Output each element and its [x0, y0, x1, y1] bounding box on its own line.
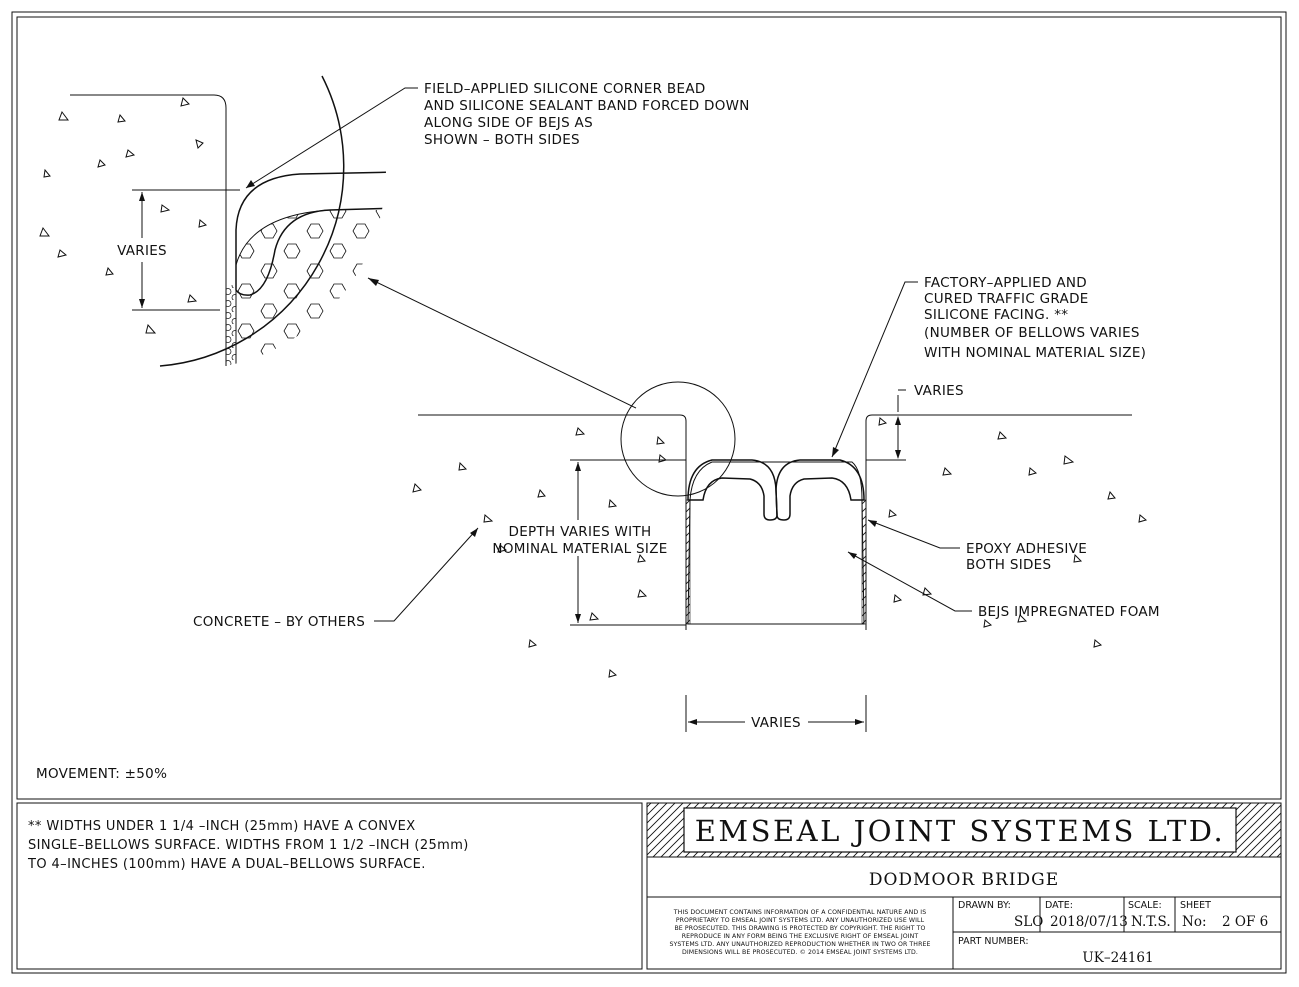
- sheet-label: SHEET: [1180, 900, 1211, 911]
- concrete-aggregate-main: [412, 417, 1148, 678]
- varies-detail-label: VARIES: [117, 243, 167, 259]
- inner-border: [16, 16, 1282, 800]
- title-block: EMSEAL JOINT SYSTEMS LTD. DODMOOR BRIDGE…: [646, 802, 1282, 970]
- depth-varies-line-2: NOMINAL MATERIAL SIZE: [492, 541, 667, 557]
- factory-applied-line-2: CURED TRAFFIC GRADE: [924, 291, 1089, 307]
- foam-label: BEJS IMPREGNATED FOAM: [978, 604, 1160, 620]
- concrete-aggregate-detail: [39, 97, 208, 334]
- detail-callout-leader: [367, 277, 637, 409]
- scale-value: N.T.S.: [1131, 914, 1171, 930]
- scale-label: SCALE:: [1128, 900, 1162, 911]
- varies-right-label: VARIES: [914, 383, 964, 399]
- epoxy-line-2: BOTH SIDES: [966, 557, 1051, 573]
- svg-text:THIS DOCUMENT CONTAINS INFORMA: THIS DOCUMENT CONTAINS INFORMATION OF A …: [673, 909, 926, 916]
- outer-border: [11, 11, 1287, 974]
- project-name: DODMOOR BRIDGE: [869, 870, 1059, 890]
- svg-text:DIMENSIONS WILL BE PROSECUTED.: DIMENSIONS WILL BE PROSECUTED. © 2014 EM…: [682, 948, 918, 956]
- factory-applied-line-3: SILICONE FACING. **: [924, 307, 1068, 323]
- svg-text:BE PROSECUTED. THIS DRAWING IS: BE PROSECUTED. THIS DRAWING IS PROTECTED…: [674, 925, 925, 932]
- concrete-label: CONCRETE – BY OTHERS: [193, 614, 365, 630]
- part-number-value: UK–24161: [1082, 950, 1153, 966]
- drawn-by-value: SLO: [1014, 914, 1043, 930]
- svg-text:REPRODUCE IN ANY FORM BEING TH: REPRODUCE IN ANY FORM BEING THE EXCLUSIV…: [682, 933, 919, 940]
- field-applied-note: FIELD–APPLIED SILICONE CORNER BEAD AND S…: [424, 81, 750, 148]
- varies-bottom-label: VARIES: [751, 715, 801, 731]
- note-line-2: SINGLE–BELLOWS SURFACE. WIDTHS FROM 1 1/…: [28, 838, 469, 853]
- part-number-label: PART NUMBER:: [958, 936, 1029, 947]
- depth-varies-line-1: DEPTH VARIES WITH: [509, 524, 652, 540]
- legal-notice: THIS DOCUMENT CONTAINS INFORMATION OF A …: [670, 909, 931, 956]
- drawn-by-label: DRAWN BY:: [958, 900, 1011, 911]
- sheet-no-label: No:: [1182, 914, 1207, 930]
- field-applied-line-1: FIELD–APPLIED SILICONE CORNER BEAD: [424, 81, 706, 97]
- epoxy-line-1: EPOXY ADHESIVE: [966, 541, 1087, 557]
- joint-section: VARIES DEPTH VARIES WITH NOMINAL MATERIA…: [412, 381, 1148, 732]
- company-name: EMSEAL JOINT SYSTEMS LTD.: [695, 814, 1225, 848]
- notes-box: [16, 802, 643, 970]
- factory-applied-line-5: WITH NOMINAL MATERIAL SIZE): [924, 345, 1146, 361]
- field-applied-line-2: AND SILICONE SEALANT BAND FORCED DOWN: [424, 98, 750, 114]
- factory-applied-note: FACTORY–APPLIED AND CURED TRAFFIC GRADE …: [831, 275, 1146, 458]
- sheet-value: 2 OF 6: [1222, 914, 1268, 930]
- factory-applied-line-1: FACTORY–APPLIED AND: [924, 275, 1087, 291]
- svg-text:PROPRIETARY TO EMSEAL JOINT SY: PROPRIETARY TO EMSEAL JOINT SYSTEMS LTD.…: [676, 917, 925, 924]
- date-value: 2018/07/13: [1050, 914, 1128, 930]
- field-applied-line-3: ALONG SIDE OF BEJS AS: [424, 115, 593, 131]
- enlarged-detail: VARIES: [39, 75, 418, 370]
- movement-label: MOVEMENT: ±50%: [36, 766, 167, 782]
- svg-text:SYSTEMS LTD. ANY UNAUTHORIZED: SYSTEMS LTD. ANY UNAUTHORIZED REPRODUCTI…: [670, 941, 931, 948]
- date-label: DATE:: [1045, 900, 1073, 911]
- note-line-1: ** WIDTHS UNDER 1 1/4 –INCH (25mm) HAVE …: [28, 819, 416, 834]
- factory-applied-line-4: (NUMBER OF BELLOWS VARIES: [924, 325, 1140, 341]
- note-line-3: TO 4–INCHES (100mm) HAVE A DUAL–BELLOWS …: [27, 857, 426, 872]
- field-applied-line-4: SHOWN – BOTH SIDES: [424, 132, 580, 148]
